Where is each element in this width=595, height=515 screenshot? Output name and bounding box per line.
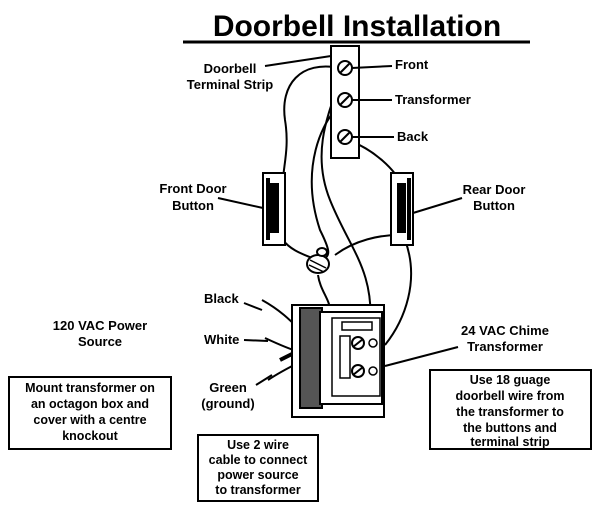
- note-mount-transformer: Mount transformer on an octagon box and …: [8, 376, 172, 450]
- leader-white: [243, 339, 269, 342]
- label-chime-transformer-line1: 24 VAC Chime: [461, 323, 549, 338]
- wire-rear-button-to-connector: [334, 234, 399, 256]
- leader-front-button: [217, 197, 264, 209]
- label-front-terminal: Front: [395, 57, 429, 72]
- label-front-button-line1: Front Door: [159, 181, 226, 196]
- transformer-screw-top: [351, 336, 378, 350]
- note-gauge-line2: doorbell wire from: [455, 389, 564, 403]
- label-green-wire-line1: Green: [209, 380, 247, 395]
- label-black-wire: Black: [204, 291, 239, 306]
- label-terminal-strip-line2: Terminal Strip: [187, 77, 274, 92]
- title-group: Doorbell Installation: [183, 10, 530, 44]
- rear-door-button: [390, 172, 414, 246]
- label-transformer-terminal: Transformer: [395, 92, 471, 107]
- leader-green: [255, 374, 273, 386]
- note-mount-line2: an octagon box and: [31, 397, 149, 411]
- terminal-strip: [330, 45, 360, 159]
- label-back-terminal: Back: [397, 129, 429, 144]
- wire-transformer-terminal: [310, 99, 346, 259]
- note-gauge-line5: terminal strip: [470, 435, 550, 449]
- wire-nut-icon: [306, 247, 330, 274]
- label-terminal-strip-line1: Doorbell: [204, 61, 257, 76]
- label-rear-button-line2: Button: [473, 198, 515, 213]
- transformer-core: [299, 307, 323, 409]
- note-mount-line1: Mount transformer on: [25, 381, 155, 395]
- transformer-screw-bottom: [351, 364, 378, 378]
- leader-lines: [217, 55, 463, 386]
- leader-black: [243, 302, 263, 311]
- note-gauge-line3: the transformer to: [456, 405, 564, 419]
- wire-front-to-transformer: [320, 71, 372, 331]
- screw-transformer: [337, 92, 353, 108]
- leader-front: [351, 65, 393, 69]
- note-two-wire-line2: cable to connect: [209, 453, 308, 467]
- note-mount-line3: cover with a centre: [33, 413, 146, 427]
- note-wire-gauge: Use 18 guage doorbell wire from the tran…: [429, 369, 592, 450]
- label-power-source-line2: Source: [78, 334, 122, 349]
- chime-transformer: [291, 304, 385, 418]
- leader-chime-transformer: [384, 346, 459, 367]
- labels: Doorbell Terminal Strip Front Transforme…: [53, 57, 549, 411]
- note-gauge-line4: the buttons and: [463, 421, 557, 435]
- leader-rear-button: [412, 197, 463, 214]
- note-two-wire: Use 2 wire cable to connect power source…: [197, 434, 319, 502]
- label-white-wire: White: [204, 332, 239, 347]
- front-door-button: [262, 172, 286, 246]
- note-two-wire-line3: power source: [217, 468, 298, 482]
- wire-front-button-to-connector: [282, 239, 313, 259]
- note-gauge-line1: Use 18 guage: [470, 373, 551, 387]
- note-two-wire-line1: Use 2 wire: [227, 438, 289, 452]
- label-chime-transformer-line2: Transformer: [467, 339, 543, 354]
- diagram-title: Doorbell Installation: [213, 10, 501, 43]
- label-power-source-line1: 120 VAC Power: [53, 318, 147, 333]
- leader-terminal-strip: [264, 55, 332, 67]
- wire-rear-button-to-transformer: [384, 239, 413, 346]
- note-mount-line4: knockout: [62, 429, 118, 443]
- label-front-button-line2: Button: [172, 198, 214, 213]
- label-green-wire-line2: (ground): [201, 396, 254, 411]
- note-two-wire-line4: to transformer: [215, 483, 301, 497]
- screw-back: [337, 129, 353, 145]
- label-rear-button-line1: Rear Door: [463, 182, 526, 197]
- wire-front-to-front-button: [281, 65, 341, 186]
- screw-front: [337, 60, 353, 76]
